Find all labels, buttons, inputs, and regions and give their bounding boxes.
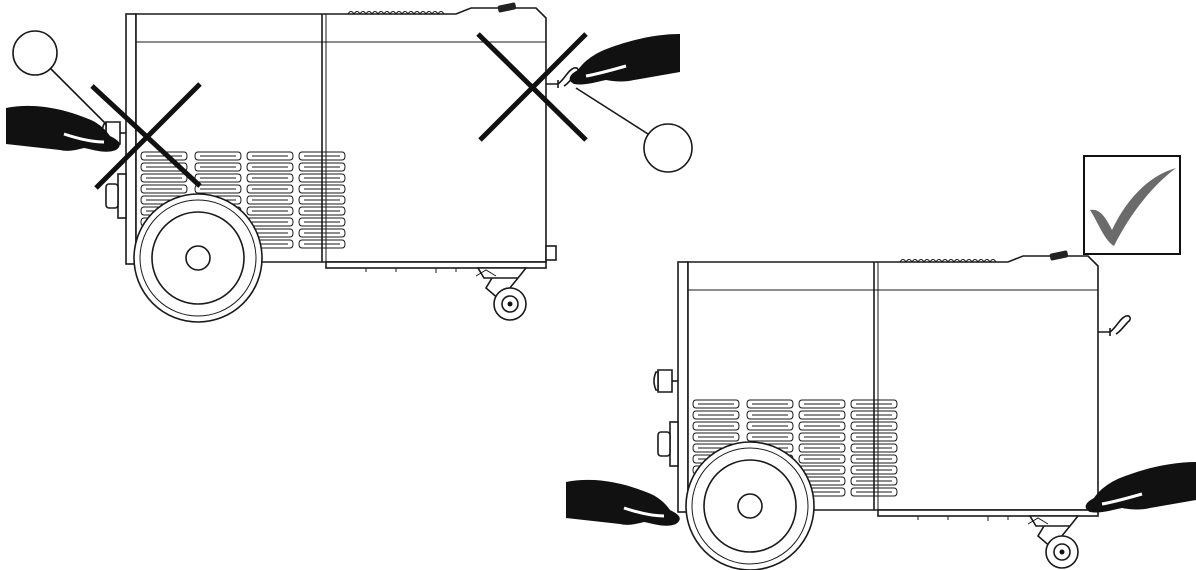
cross-mark-knob: [90, 82, 202, 190]
hand-icon: [1084, 460, 1196, 515]
machine-correct-lift: [654, 250, 1130, 570]
cross-mark-handle: [476, 32, 588, 142]
callout-12: [575, 87, 693, 173]
callout-5: [12, 30, 107, 125]
check-mark-icon: [1083, 155, 1181, 255]
hand-icon: [4, 104, 122, 154]
hand-icon: [564, 478, 682, 528]
hand-icon: [568, 32, 682, 87]
